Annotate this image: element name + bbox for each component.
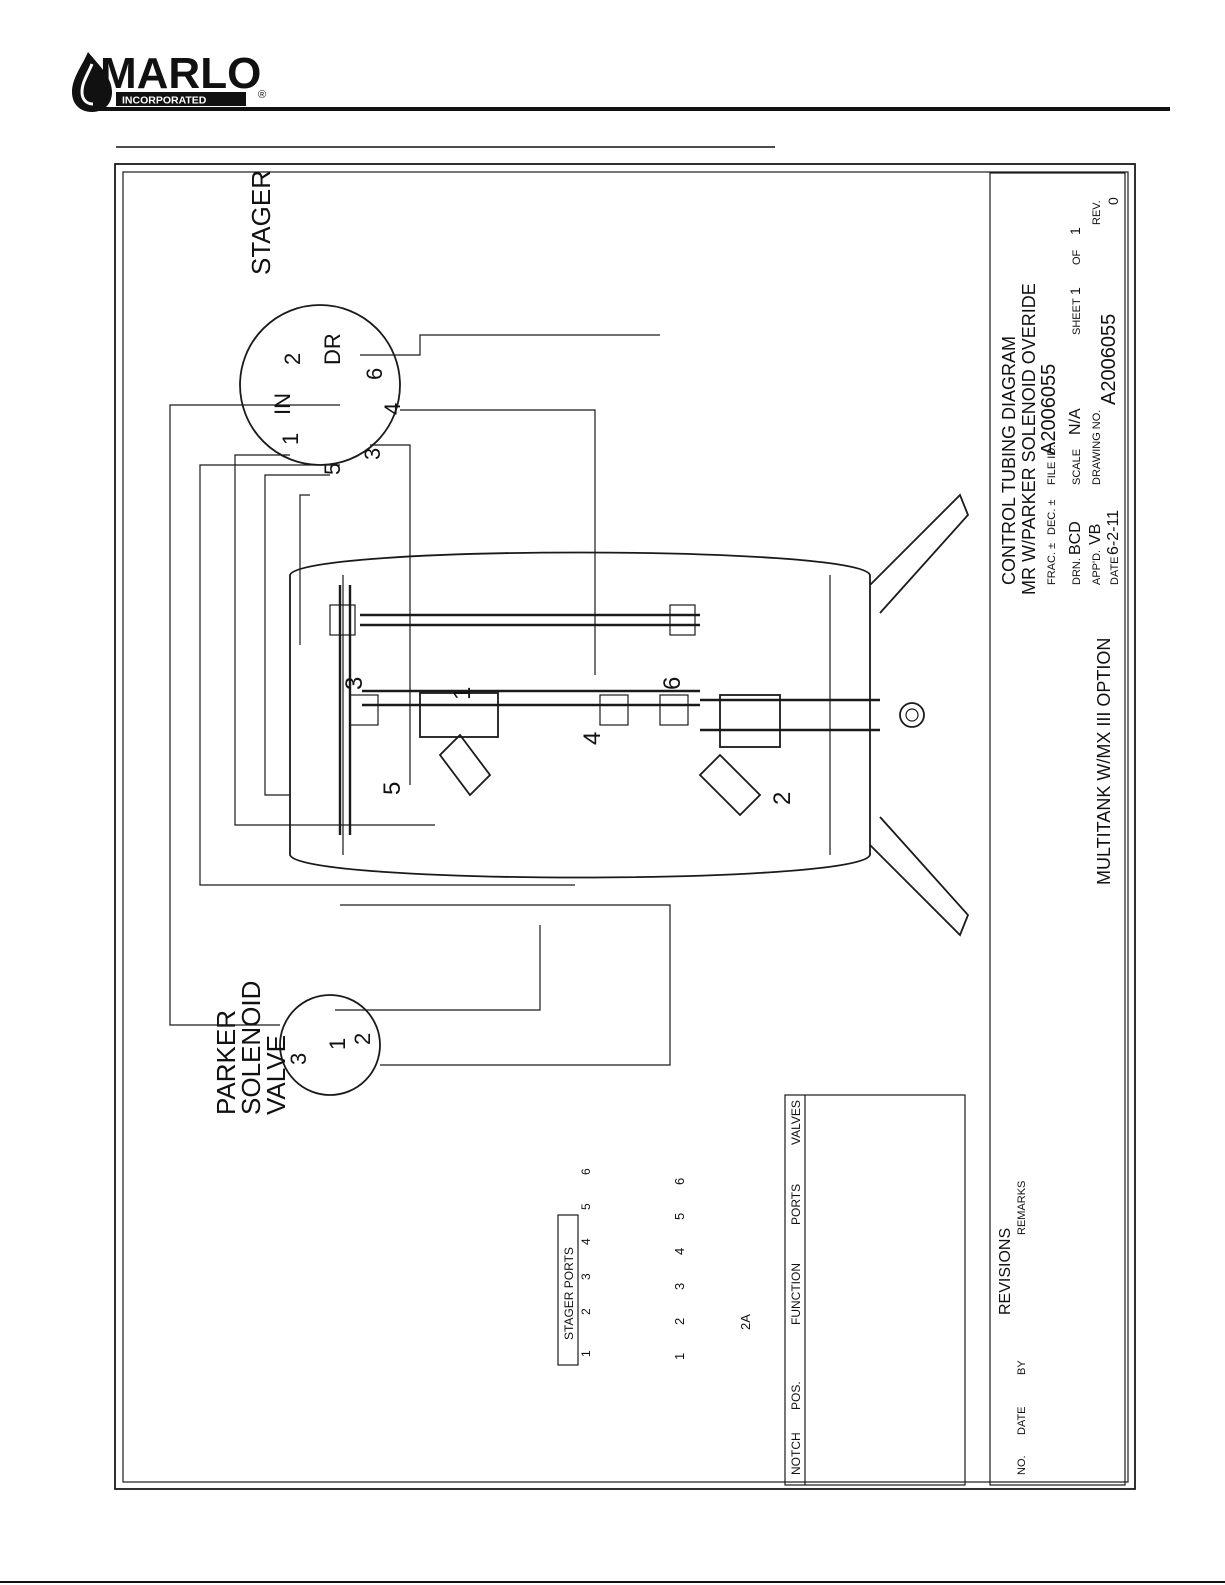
legend-box-5: 5 [672,1213,687,1220]
valve-callout-1: 1 [449,687,476,700]
legend-port-6: 6 [579,1168,593,1175]
valve-callout-2: 2 [769,792,796,805]
stager-port-3: 3 [360,448,385,460]
appd-label: APP'D. [1091,550,1103,585]
th-notch: NOTCH [789,1432,803,1475]
stager-port-1: 1 [278,433,303,445]
drawing-no-label: DRAWING NO. [1091,410,1103,485]
legend-box-1: 1 [672,1353,687,1360]
valve-callout-5: 5 [379,782,406,795]
th-ports: PORTS [789,1184,803,1225]
stager-ports-legend: STAGER PORTS 1 2 3 4 5 6 1 2 3 4 5 6 2A [557,1168,753,1366]
stager-port-4: 4 [380,403,405,415]
solenoid-label-1: PARKER [211,1010,241,1115]
valve-body-2 [719,694,781,748]
legend-box-3: 3 [672,1283,687,1290]
solenoid-port-3: 3 [286,1053,311,1065]
sheet-value: 1 [1067,287,1083,295]
tank [289,493,970,937]
stager-ports-title: STAGER PORTS [562,1247,576,1340]
of-label: OF [1071,249,1083,265]
control-tubing [169,334,671,1066]
solenoid-circle [279,994,381,1096]
appd-value: VB [1087,524,1104,545]
tank-leg-right [869,493,970,614]
rotated-drawing: 3 1 4 6 5 2 STAGER 1 IN 2 DR 6 4 3 5 1 2… [169,170,1126,1486]
rev-col-remarks: REMARKS [1016,1181,1028,1235]
drn-value: BCD [1067,521,1084,555]
title-line-1: CONTROL TUBING DIAGRAM [999,336,1019,585]
th-valves: VALVES [789,1100,803,1145]
revisions-title: REVISIONS [997,1228,1014,1315]
strainer-1 [438,733,492,797]
rev-col-date: DATE [1016,1406,1028,1435]
dec-label: DEC. ± [1046,500,1058,535]
function-table: NOTCH POS. FUNCTION PORTS VALVES [784,1094,966,1486]
file-id: A2006055 [1038,364,1060,455]
legend-box-2: 2 [672,1318,687,1325]
marlo-logo: MARLO INCORPORATED ® [72,49,266,112]
title-line-2: MR W/PARKER SOLENOID OVERIDE [1019,283,1039,595]
revisions-block: REVISIONS NO. DATE BY REMARKS [997,1181,1028,1475]
stager-port-in: IN [270,393,295,415]
legend-port-1: 1 [579,1350,593,1357]
option-title: MULTITANK W/MX III OPTION [1094,638,1114,885]
logo-subtitle: INCORPORATED [122,95,207,107]
valve-callout-3: 3 [341,677,368,690]
rev-label: REV. [1091,200,1103,225]
rev-value: 0 [1105,197,1121,205]
drn-label: DRN. [1071,558,1083,585]
solenoid-label-2: SOLENOID [236,981,266,1115]
legend-box-2a: 2A [738,1314,753,1330]
solenoid-port-1: 1 [325,1038,350,1050]
rev-col-no: NO. [1016,1455,1028,1475]
rev-col-by: BY [1016,1360,1028,1375]
legend-port-4: 4 [579,1238,593,1245]
valve-callout-6: 6 [659,677,686,690]
stager-port-2: 2 [280,353,305,365]
outer-border [114,163,1136,1490]
sheet-label: SHEET [1071,298,1083,335]
date-label: DATE [1109,556,1121,585]
th-function: FUNCTION [789,1263,803,1325]
tank-leg-left [869,816,970,937]
stager-port-6: 6 [362,368,387,380]
drawing-no: A2006055 [1098,314,1120,405]
date-value: 6-2-11 [1105,510,1122,555]
tank-piping [329,585,880,835]
stager-circle [239,304,401,466]
title-block: CONTROL TUBING DIAGRAM MR W/PARKER SOLEN… [989,172,1126,1486]
stager-port-dr: DR [320,333,345,365]
legend-port-2: 2 [579,1308,593,1315]
frac-label: FRAC. ± [1046,543,1058,585]
file-id-label: FILE ID. [1046,445,1058,485]
inner-border [122,171,1129,1483]
legend-port-5: 5 [579,1203,593,1210]
registered-mark: ® [258,89,266,101]
legend-port-3: 3 [579,1273,593,1280]
scale-value: N/A [1067,408,1084,435]
solenoid-port-2: 2 [350,1033,375,1045]
logo-text: MARLO [100,49,261,98]
th-pos: POS. [789,1381,803,1410]
legend-box-4: 4 [672,1248,687,1255]
valve-callout-4: 4 [579,732,606,745]
strainer-2 [698,753,762,817]
stager-port-5: 5 [320,463,345,475]
scale-label: SCALE [1071,449,1083,485]
solenoid-label-3: VALVE [261,1035,291,1115]
legend-box-6: 6 [672,1178,687,1185]
stager-label: STAGER [246,170,276,275]
of-value: 1 [1067,227,1083,235]
drain-fitting [899,702,925,728]
